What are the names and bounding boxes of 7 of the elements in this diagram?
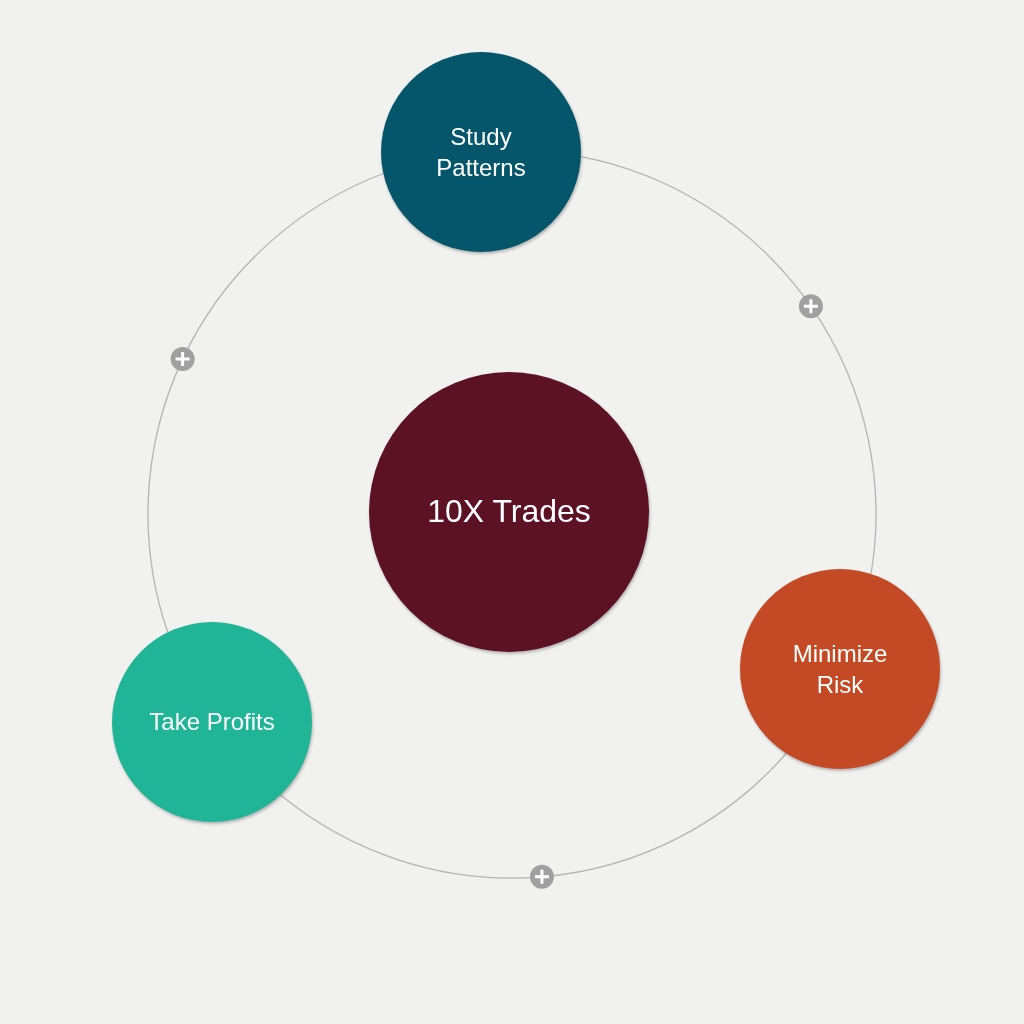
node-label: Minimize Risk (791, 638, 889, 700)
node-label: Study Patterns (435, 121, 527, 183)
node-label: 10X Trades (427, 492, 591, 532)
ring-connector (147, 172, 385, 633)
node-label: Take Profits (149, 707, 275, 738)
ring-connector (580, 155, 877, 575)
ring-connector (279, 752, 788, 879)
